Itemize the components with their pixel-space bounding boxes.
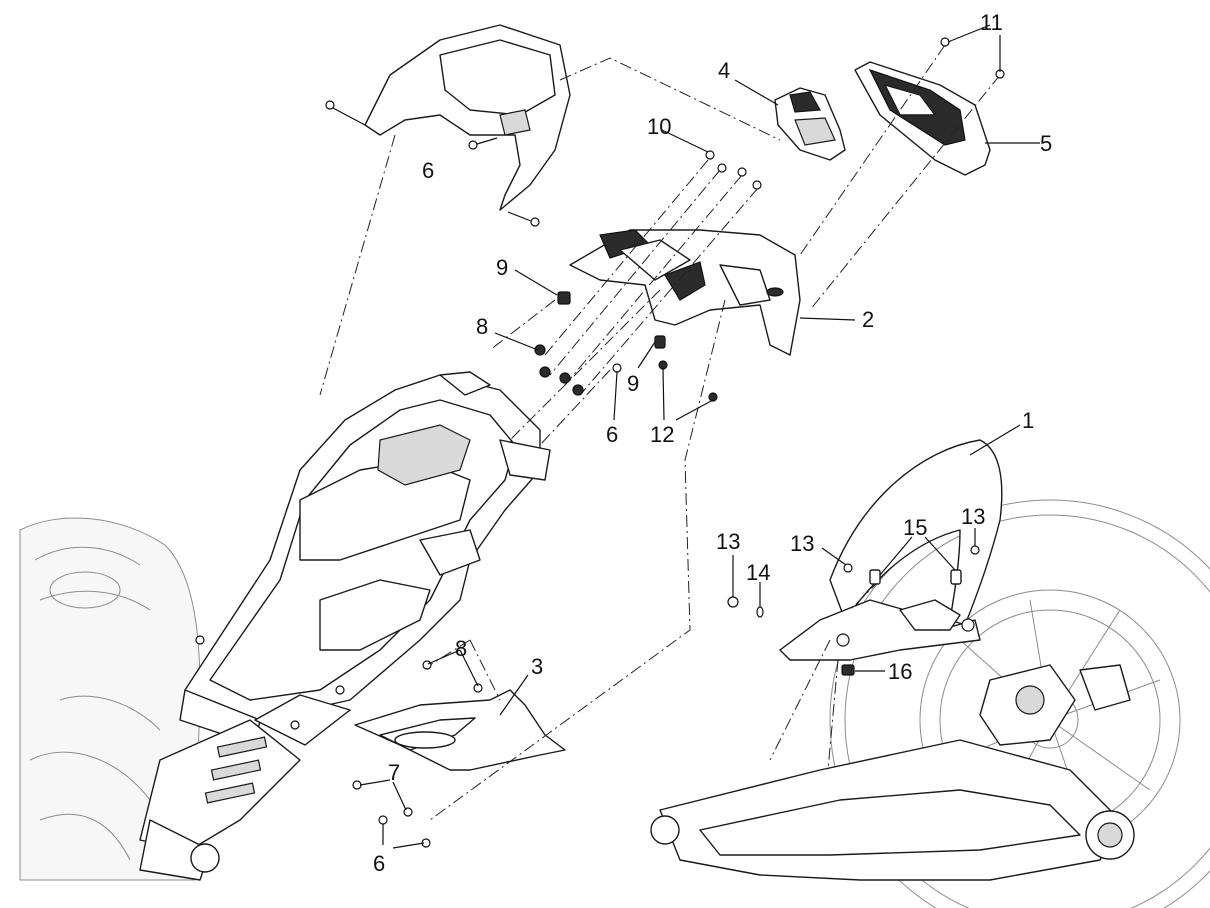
callout-14: 14 bbox=[746, 560, 770, 585]
clip-icon bbox=[654, 335, 666, 349]
callout-7: 7 bbox=[388, 760, 400, 785]
nut-icon bbox=[708, 392, 718, 402]
screw-icon bbox=[612, 363, 622, 373]
screw-icon bbox=[940, 37, 950, 47]
nut-icon bbox=[559, 372, 571, 384]
nut-icon bbox=[539, 366, 551, 378]
callout-13a: 13 bbox=[716, 529, 740, 554]
screw-icon bbox=[507, 211, 540, 227]
screw-icon bbox=[325, 100, 366, 126]
part-5-license-bracket bbox=[854, 61, 991, 176]
clip-icon bbox=[950, 569, 962, 585]
callout-6c: 6 bbox=[373, 851, 385, 876]
part-4-rear-light bbox=[774, 87, 846, 161]
nut-icon bbox=[534, 344, 546, 356]
callout-9a: 9 bbox=[496, 255, 508, 280]
callout-13b: 13 bbox=[790, 531, 814, 556]
callout-8a: 8 bbox=[476, 314, 488, 339]
assembly-lines bbox=[319, 44, 1001, 821]
nut-icon bbox=[658, 360, 668, 370]
callout-13c: 13 bbox=[961, 504, 985, 529]
washer-icon bbox=[756, 606, 764, 618]
screw-icon bbox=[843, 563, 853, 573]
screw-icon bbox=[473, 683, 483, 693]
callout-6a: 6 bbox=[422, 158, 434, 183]
part-3-under-tray bbox=[354, 689, 566, 771]
part-2-plate-holder bbox=[569, 229, 801, 356]
callout-1: 1 bbox=[1022, 408, 1034, 433]
clip-icon bbox=[841, 664, 855, 676]
screw-icon bbox=[727, 596, 739, 608]
tail-upper-cover bbox=[364, 24, 571, 211]
callout-6b: 6 bbox=[606, 422, 618, 447]
screw-icon bbox=[705, 150, 715, 160]
screw-icon bbox=[717, 163, 727, 173]
screw-icon bbox=[737, 167, 747, 177]
leader-lines bbox=[359, 24, 1040, 849]
screw-icon bbox=[970, 545, 980, 555]
callout-16: 16 bbox=[888, 659, 912, 684]
screw-icon bbox=[422, 660, 432, 670]
callout-3: 3 bbox=[531, 654, 543, 679]
callout-4: 4 bbox=[718, 58, 730, 83]
screw-icon bbox=[352, 780, 362, 790]
callout-11: 11 bbox=[980, 10, 1003, 35]
screw-icon bbox=[752, 180, 762, 190]
screw-icon bbox=[468, 137, 498, 150]
callout-9b: 9 bbox=[627, 371, 639, 396]
callout-10: 10 bbox=[647, 114, 671, 139]
callout-5: 5 bbox=[1040, 131, 1052, 156]
rear-subframe bbox=[139, 371, 551, 881]
callout-12: 12 bbox=[650, 422, 674, 447]
callout-15: 15 bbox=[903, 515, 927, 540]
callout-labels: 1 2 3 4 5 6 6 6 7 8 8 9 9 10 11 12 13 13… bbox=[373, 10, 1052, 876]
callout-2: 2 bbox=[862, 307, 874, 332]
clip-icon bbox=[557, 291, 571, 305]
callout-8b: 8 bbox=[455, 636, 467, 661]
screw-icon bbox=[378, 815, 388, 825]
swingarm bbox=[650, 664, 1135, 881]
clip-icon bbox=[869, 569, 881, 585]
nut-icon bbox=[572, 384, 584, 396]
